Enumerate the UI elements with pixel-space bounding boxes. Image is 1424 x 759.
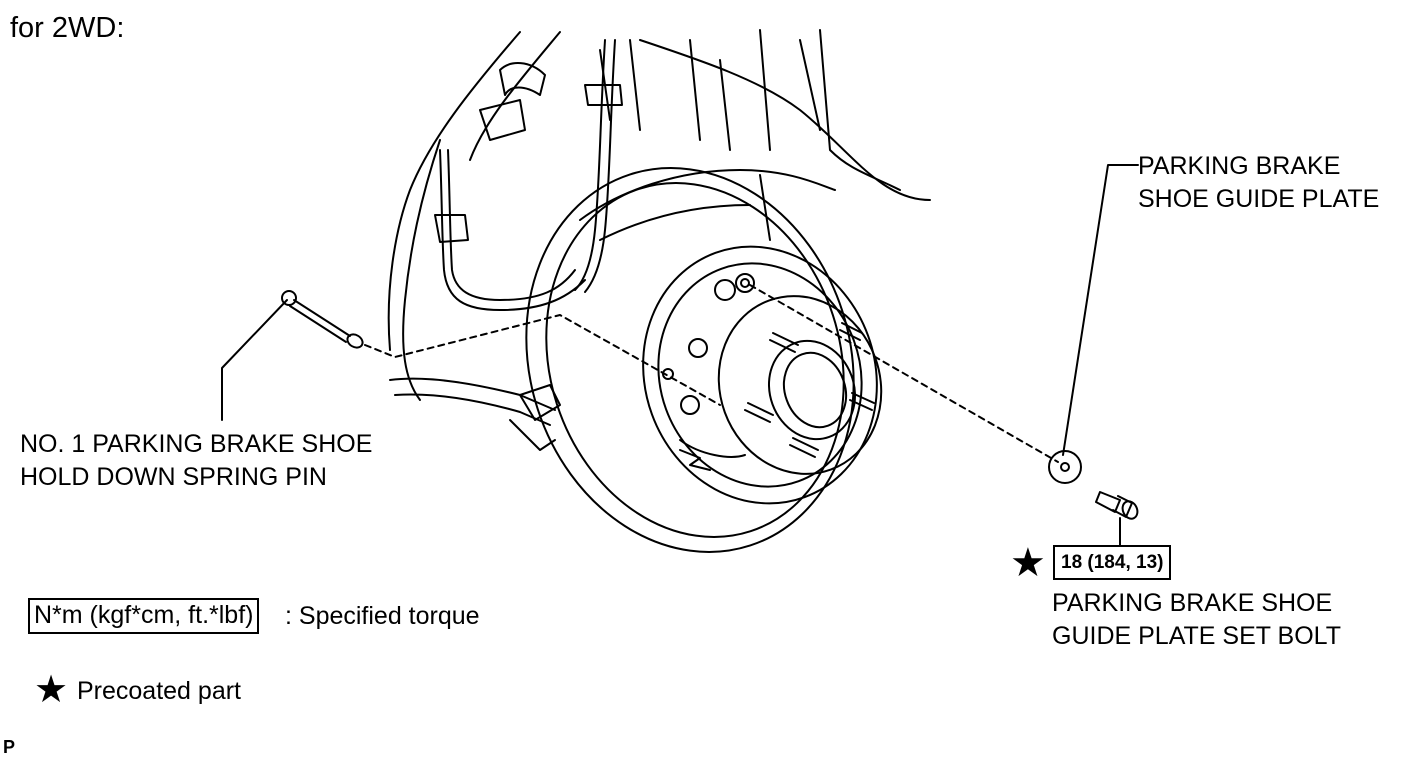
hold-down-pin-label: NO. 1 PARKING BRAKE SHOE HOLD DOWN SPRIN… (20, 428, 372, 494)
assembly-dashed-lines (364, 284, 1059, 463)
wheel-studs (744, 322, 875, 458)
leader-lines (221, 164, 1139, 546)
legend-torque-units-box: N*m (kgf*cm, ft.*lbf) (28, 598, 260, 634)
legend-precoat-text: Precoated part (77, 677, 241, 705)
cable-lines (434, 39, 623, 311)
page-title: for 2WD: (10, 12, 125, 44)
set-bolt-label-line-2: GUIDE PLATE SET BOLT (1052, 622, 1341, 650)
body-panel-outline (387, 29, 931, 401)
hold-down-pin-label-line-1: NO. 1 PARKING BRAKE SHOE (20, 430, 373, 458)
suspension-arm (389, 377, 561, 451)
set-bolt-label: PARKING BRAKE SHOE GUIDE PLATE SET BOLT (1052, 587, 1341, 653)
legend-torque-text: : Specified torque (285, 602, 480, 630)
guide-plate-label-line-2: SHOE GUIDE PLATE (1138, 185, 1380, 213)
guide-plate-label: PARKING BRAKE SHOE GUIDE PLATE (1138, 150, 1379, 216)
set-bolt-label-line-1: PARKING BRAKE SHOE (1052, 589, 1333, 617)
hold-down-spring-pin (281, 290, 364, 349)
legend-star-icon: ★ (34, 669, 69, 711)
guide-plate-set-bolt (1095, 491, 1139, 520)
precoated-star-icon: ★ (1010, 541, 1046, 585)
axle-hub (642, 245, 883, 505)
brake-disc (525, 167, 855, 553)
torque-value-box: 18 (184, 13) (1053, 545, 1172, 580)
corner-mark: P (3, 737, 16, 757)
guide-plate-washer (1048, 450, 1082, 484)
hold-down-pin-label-line-2: HOLD DOWN SPRING PIN (20, 463, 327, 491)
guide-plate-label-line-1: PARKING BRAKE (1138, 152, 1341, 180)
